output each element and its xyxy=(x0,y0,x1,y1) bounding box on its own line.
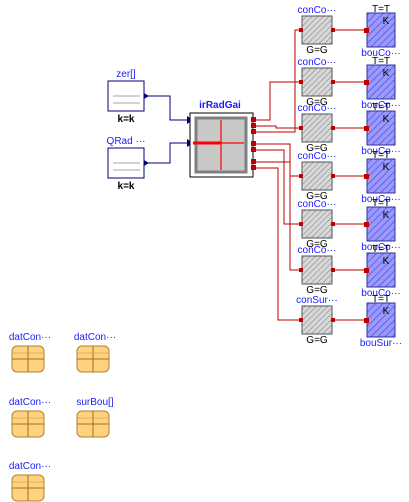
port-a xyxy=(299,174,303,178)
source-label: zer[] xyxy=(116,69,136,80)
boundary-temp: T=T xyxy=(372,56,390,67)
conductor-block[interactable]: conCo··· G=G xyxy=(298,199,337,250)
conductor-boundary-rows: conCo···G=GconCo···G=GconCo···G=GconCo··… xyxy=(296,4,402,349)
record-label: surBou[] xyxy=(76,397,113,408)
source-label: QRad ··· xyxy=(107,136,146,147)
boundary-label: bouCo··· xyxy=(361,48,400,59)
boundary-temp: T=T xyxy=(372,150,390,161)
boundary-label: bouCo··· xyxy=(361,100,400,111)
boundary-temp: T=T xyxy=(372,102,390,113)
conductor-block[interactable]: conCo··· G=G xyxy=(298,103,337,154)
boundary-port xyxy=(364,28,369,33)
port-a xyxy=(299,222,303,226)
port-b xyxy=(331,28,335,32)
heat-connections xyxy=(255,29,367,321)
conductor-label: conCo··· xyxy=(298,199,337,210)
conductor-block[interactable]: conCo··· G=G xyxy=(298,57,337,108)
port-b xyxy=(331,222,335,226)
conductor-param: G=G xyxy=(306,191,328,202)
boundary-unit: K xyxy=(383,68,390,79)
boundary-port xyxy=(364,318,369,323)
port-a xyxy=(299,80,303,84)
boundary-label: bouCo··· xyxy=(361,194,400,205)
conductor-param: G=G xyxy=(306,239,328,250)
port-a xyxy=(299,126,303,130)
conductor-label: conCo··· xyxy=(298,151,337,162)
signal-connections xyxy=(146,95,187,164)
boundary-temp: T=T xyxy=(372,4,390,15)
conductor-param: G=G xyxy=(306,143,328,154)
boundary-label: bouCo··· xyxy=(361,146,400,157)
conductor-label: conSur··· xyxy=(296,295,338,306)
boundary-port xyxy=(364,80,369,85)
record-label: datCon··· xyxy=(9,332,51,343)
port-b xyxy=(331,126,335,130)
conductor-label: conCo··· xyxy=(298,245,337,256)
boundary-unit: K xyxy=(383,210,390,221)
record-block[interactable]: datCon··· xyxy=(9,397,51,438)
conductor-block[interactable]: conCo··· G=G xyxy=(298,245,337,296)
record-blocks: datCon··· datCon··· datCon··· surBou[] datCo… xyxy=(9,332,116,502)
boundary-unit: K xyxy=(383,306,390,317)
record-block[interactable]: datCon··· xyxy=(74,332,116,373)
port-b xyxy=(331,174,335,178)
source-param: k=k xyxy=(118,114,135,125)
boundary-port xyxy=(364,174,369,179)
boundary-port xyxy=(364,268,369,273)
boundary-label: bouCo··· xyxy=(361,288,400,299)
boundary-temp: T=T xyxy=(372,294,390,305)
conductor-param: G=G xyxy=(306,335,328,346)
source-block-zer[interactable]: zer[] k=k xyxy=(107,69,149,125)
source-param: k=k xyxy=(118,181,135,192)
conductor-param: G=G xyxy=(306,45,328,56)
record-block[interactable]: datCon··· xyxy=(9,461,51,502)
boundary-label: bouCo··· xyxy=(361,242,400,253)
boundary-port xyxy=(364,126,369,131)
boundary-unit: K xyxy=(383,162,390,173)
record-label: datCon··· xyxy=(74,332,116,343)
port-a xyxy=(299,268,303,272)
port-a xyxy=(299,318,303,322)
boundary-port xyxy=(364,222,369,227)
port-a xyxy=(299,28,303,32)
conductor-label: conCo··· xyxy=(298,57,337,68)
conductor-param: G=G xyxy=(306,285,328,296)
radiation-gain-block[interactable]: irRadGai xyxy=(189,100,256,178)
port-b xyxy=(331,80,335,84)
boundary-temp: T=T xyxy=(372,244,390,255)
boundary-unit: K xyxy=(383,114,390,125)
boundary-unit: K xyxy=(383,16,390,27)
record-block[interactable]: datCon··· xyxy=(9,332,51,373)
boundary-label: bouSur··· xyxy=(360,338,402,349)
heat-ports xyxy=(251,117,256,170)
conductor-block[interactable]: conSur··· G=G xyxy=(296,295,338,346)
port-b xyxy=(331,318,335,322)
conductor-label: conCo··· xyxy=(298,103,337,114)
source-block-qrad[interactable]: QRad ··· k=k xyxy=(107,136,149,192)
record-block[interactable]: surBou[] xyxy=(76,397,114,438)
radiation-gain-label: irRadGai xyxy=(199,100,241,111)
conductor-label: conCo··· xyxy=(298,5,337,16)
conductor-block[interactable]: conCo··· G=G xyxy=(298,151,337,202)
port-b xyxy=(331,268,335,272)
record-label: datCon··· xyxy=(9,461,51,472)
conductor-param: G=G xyxy=(306,97,328,108)
record-label: datCon··· xyxy=(9,397,51,408)
conductor-block[interactable]: conCo··· G=G xyxy=(298,5,337,56)
boundary-temp: T=T xyxy=(372,198,390,209)
boundary-unit: K xyxy=(383,256,390,267)
